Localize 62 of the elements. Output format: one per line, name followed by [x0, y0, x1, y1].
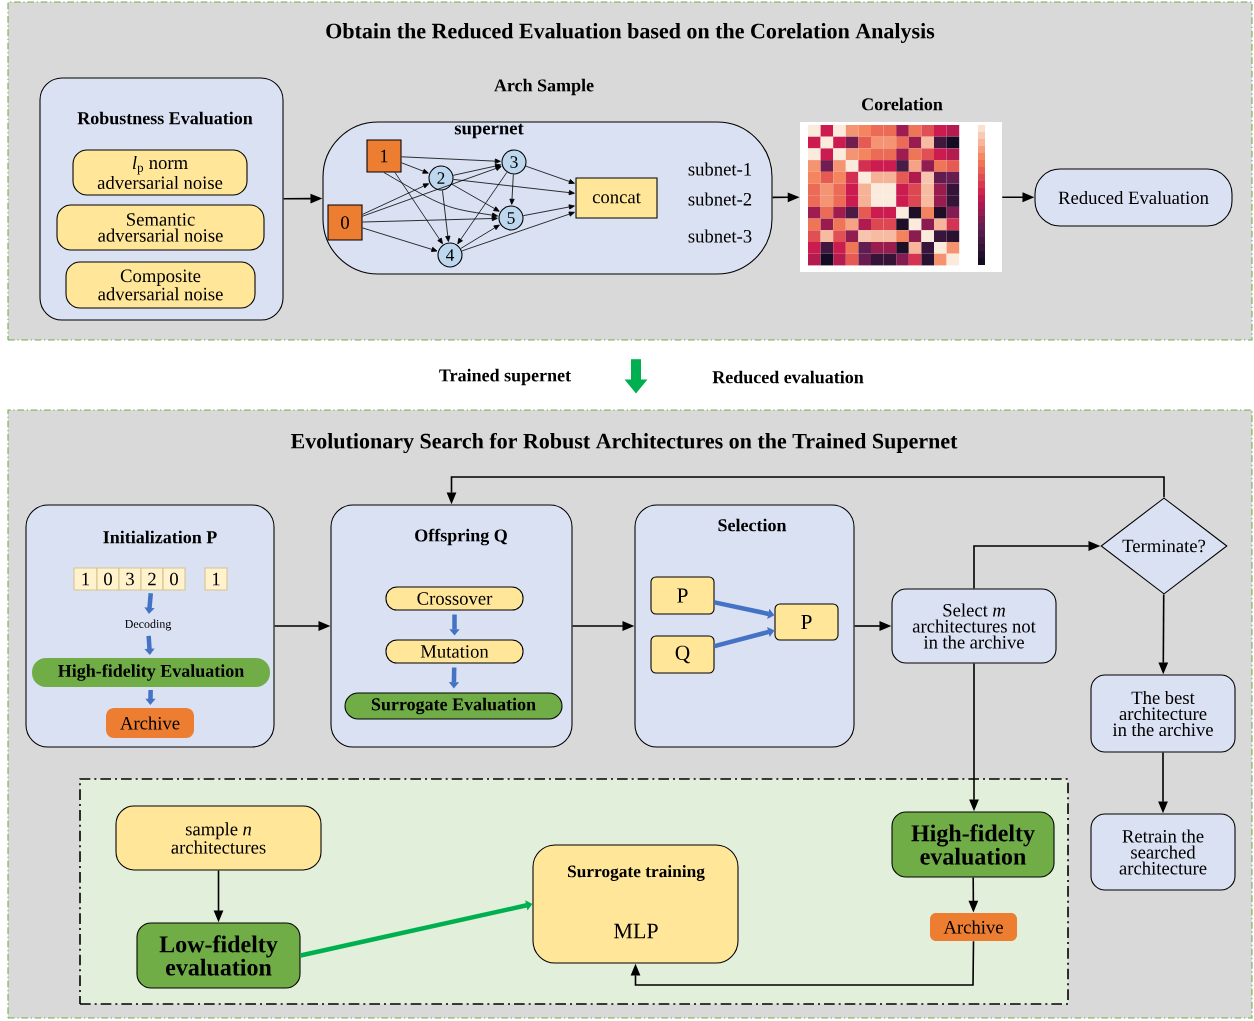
- rounded-box: Reduced Evaluation: [1034, 168, 1233, 227]
- decoding-text: Decoding: [125, 619, 172, 631]
- archive-box: Archive: [930, 913, 1017, 941]
- arrow: [362, 227, 438, 252]
- code-cell: 1: [73, 567, 98, 591]
- code-cell: 3: [118, 567, 142, 591]
- arrow: [457, 171, 508, 245]
- arrow: [522, 204, 575, 217]
- square-node: 0: [327, 204, 363, 241]
- arrow: [525, 165, 575, 184]
- square-node: 1: [366, 139, 402, 173]
- arrow: [442, 190, 451, 242]
- rounded-box: sample n architectures: [115, 805, 322, 871]
- arrow: [401, 156, 501, 164]
- arrow: [453, 179, 575, 196]
- rounded-box: Retrain the searched architecture: [1090, 813, 1236, 891]
- circle-node: 4: [437, 242, 463, 268]
- arrow: [460, 224, 500, 249]
- rounded-box: The best architecture in the archive: [1090, 674, 1236, 753]
- rounded-box: Q: [650, 635, 715, 674]
- rounded-box: High-fidelty evaluation: [891, 811, 1055, 878]
- rounded-box: Semantic adversarial noise: [56, 204, 265, 251]
- node-label: subnet-3: [688, 229, 752, 243]
- code-cell: 0: [162, 567, 186, 591]
- concat-box: concat: [575, 177, 658, 219]
- rounded-box: Composite adversarial noise: [65, 261, 256, 309]
- arrow: [509, 174, 515, 205]
- pill-box: Mutation: [385, 639, 524, 664]
- arrow: [461, 211, 575, 252]
- caption-text: Corelation: [862, 97, 943, 111]
- arrow: [362, 165, 502, 217]
- rounded-box: Surrogate training MLP: [532, 844, 739, 964]
- code-cell: 2: [140, 567, 164, 591]
- rounded-box: P: [774, 603, 839, 641]
- caption-text: Arch Sample: [494, 78, 594, 96]
- arrow: [362, 183, 430, 215]
- pill-box: Surrogate Evaluation: [344, 692, 563, 720]
- code-cell: 1: [204, 567, 228, 591]
- circle-node: 5: [498, 205, 524, 231]
- annotation-text: Reduced evaluation: [712, 370, 864, 384]
- arrow: [362, 215, 498, 223]
- arrow: [452, 163, 502, 176]
- annotation-text: Trained supernet: [439, 368, 571, 386]
- arrow: [630, 940, 975, 986]
- circle-node: 3: [501, 149, 527, 175]
- arrow: [451, 183, 500, 212]
- pill-box: High-fidelity Evaluation: [32, 658, 270, 687]
- circle-node: 2: [428, 165, 454, 191]
- rounded-box: Select m architectures not in the archive: [891, 588, 1057, 664]
- rounded-box: l$_{p}$ norm adversarial noise: [72, 149, 248, 196]
- block-arrow: [713, 627, 775, 649]
- archive-box: Archive: [106, 708, 194, 738]
- code-cell: 0: [96, 567, 120, 591]
- rounded-box: Low-fidelty evaluation: [136, 922, 301, 989]
- arrow: [383, 172, 498, 218]
- node-label: supernet: [454, 123, 524, 139]
- arrow: [401, 162, 429, 174]
- pill-box: Crossover: [385, 586, 524, 611]
- arrow: [394, 172, 443, 245]
- node-label: subnet-2: [688, 192, 752, 206]
- node-label: subnet-1: [688, 162, 752, 176]
- rounded-box: P: [650, 576, 715, 615]
